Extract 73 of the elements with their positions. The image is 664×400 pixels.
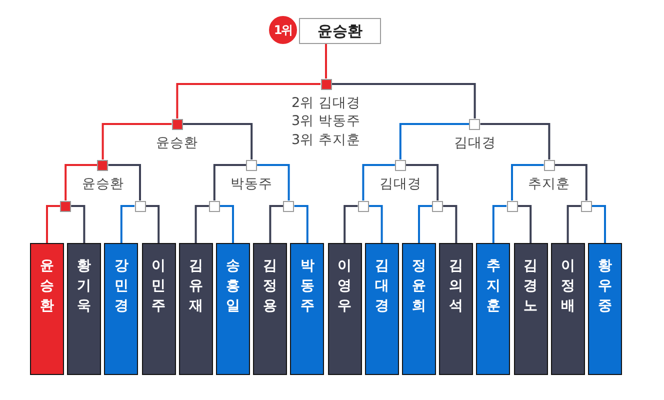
- winner-label: 윤승환: [80, 174, 125, 192]
- player-box: 추지훈: [476, 243, 510, 375]
- player-box: 김유재: [178, 243, 213, 375]
- winner-label: 추지훈: [527, 174, 572, 192]
- bracket-line: [480, 123, 550, 160]
- winner-label: 박동주: [230, 174, 274, 192]
- bracket-line: [418, 205, 432, 243]
- bracket-square: [60, 200, 72, 212]
- player-box: 황기욱: [67, 243, 102, 375]
- bracket-line: [406, 164, 439, 200]
- winner-label: 김대경: [378, 174, 422, 192]
- bracket-square: [97, 160, 108, 170]
- bracket-square: [172, 118, 183, 130]
- player-box: 이정배: [550, 243, 585, 375]
- bracket-line: [102, 123, 172, 160]
- player-box: 박동주: [290, 243, 324, 375]
- bracket-line: [146, 205, 160, 243]
- bracket-line: [566, 205, 581, 243]
- bracket-line: [108, 164, 141, 200]
- bracket-line: [64, 164, 98, 200]
- bracket-line: [294, 205, 308, 243]
- winner-label: 윤승환: [155, 134, 200, 152]
- bracket-line: [194, 205, 209, 243]
- bracket-line: [120, 205, 134, 243]
- bracket-square: [358, 200, 369, 212]
- player-box: 김대경: [364, 243, 399, 375]
- player-box: 정윤희: [402, 243, 436, 375]
- bracket-line: [213, 164, 246, 200]
- winner-label: 3위 박동주: [290, 112, 362, 130]
- bracket-square: [208, 200, 220, 212]
- player-box: 김의석: [439, 243, 474, 375]
- bracket-line: [269, 205, 284, 243]
- bracket-square: [134, 200, 146, 212]
- bracket-square: [469, 118, 480, 130]
- bracket-line: [220, 205, 234, 243]
- player-box: 강민경: [104, 243, 138, 375]
- bracket-line: [518, 205, 532, 243]
- player-box: 이영우: [328, 243, 362, 375]
- bracket-line: [368, 205, 383, 243]
- bracket-line: [257, 164, 290, 200]
- bracket-square: [283, 200, 294, 212]
- player-box: 이민주: [142, 243, 176, 375]
- bracket-line: [592, 205, 606, 243]
- winner-label: 3위 추지훈: [290, 130, 362, 148]
- bracket-line: [511, 164, 544, 200]
- player-box: 김정용: [253, 243, 288, 375]
- bracket-line: [344, 205, 358, 243]
- bracket-line: [492, 205, 506, 243]
- bracket-square: [394, 160, 406, 170]
- winner-label: 김대경: [452, 134, 497, 152]
- player-box: 윤승환: [30, 243, 64, 375]
- player-box: 황우중: [588, 243, 622, 375]
- bracket-line: [325, 44, 327, 78]
- bracket-line: [46, 205, 60, 243]
- bracket-line: [554, 164, 588, 200]
- bracket-square: [320, 78, 332, 90]
- player-box: 송흥일: [216, 243, 250, 375]
- bracket-line: [332, 83, 476, 118]
- bracket-line: [71, 205, 86, 243]
- bracket-line: [182, 123, 253, 160]
- name-box: 윤승환: [299, 18, 381, 44]
- bracket-square: [544, 160, 555, 170]
- bracket-line: [443, 205, 458, 243]
- bracket-line: [176, 83, 320, 118]
- player-box: 김경노: [514, 243, 548, 375]
- rank-badge: 1위: [268, 15, 298, 45]
- winner-label: 2위 김대경: [290, 94, 362, 112]
- bracket-square: [580, 200, 592, 212]
- bracket-square: [432, 200, 444, 212]
- bracket-square: [246, 160, 258, 170]
- bracket-square: [506, 200, 518, 212]
- bracket-line: [399, 123, 470, 160]
- bracket-line: [362, 164, 395, 200]
